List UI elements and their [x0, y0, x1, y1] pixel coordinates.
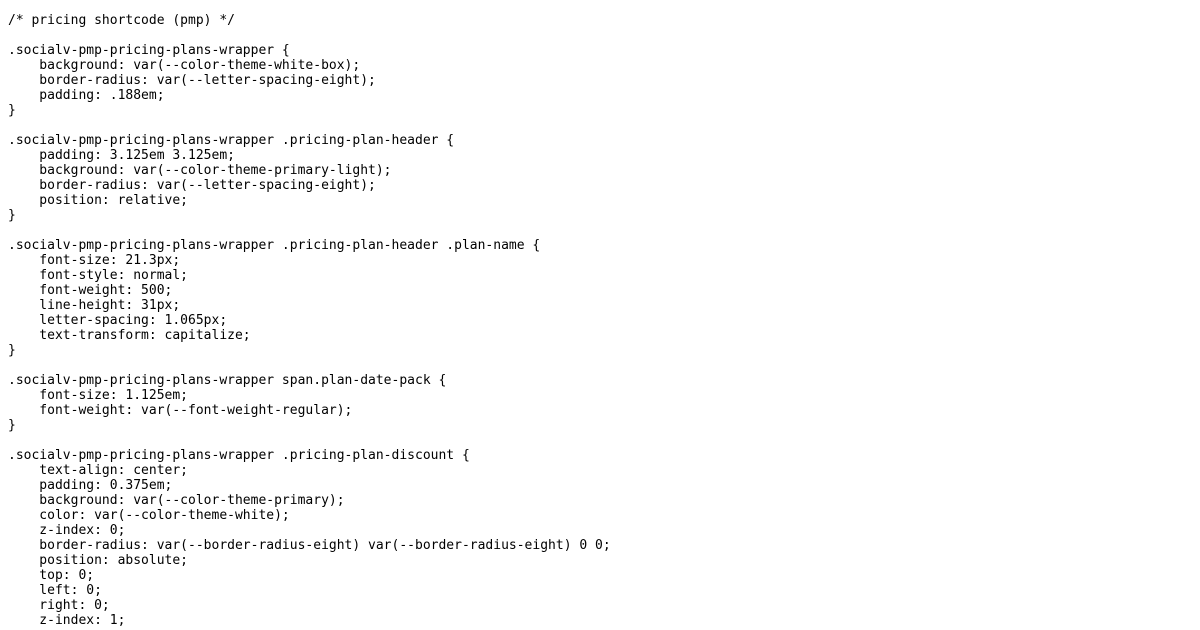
code-line	[8, 433, 1200, 448]
code-line: .socialv-pmp-pricing-plans-wrapper .pric…	[8, 238, 541, 253]
code-line: /* pricing shortcode (pmp) */	[8, 13, 235, 28]
code-line: font-style: normal;	[8, 268, 189, 283]
code-line: }	[8, 103, 16, 118]
code-line: top: 0;	[8, 568, 95, 583]
code-line	[8, 223, 1200, 238]
code-line	[8, 358, 1200, 373]
code-line: text-transform: capitalize;	[8, 328, 251, 343]
code-line: padding: .188em;	[8, 88, 165, 103]
code-line: text-align: center;	[8, 463, 189, 478]
code-line: font-size: 21.3px;	[8, 253, 181, 268]
code-line: z-index: 1;	[8, 613, 126, 628]
code-line: border-radius: var(--letter-spacing-eigh…	[8, 73, 376, 88]
code-line: background: var(--color-theme-primary);	[8, 493, 345, 508]
code-line: padding: 0.375em;	[8, 478, 173, 493]
code-line: left: 0;	[8, 583, 102, 598]
code-line: letter-spacing: 1.065px;	[8, 313, 228, 328]
code-line: position: relative;	[8, 193, 189, 208]
code-line: }	[8, 343, 16, 358]
code-line: }	[8, 208, 16, 223]
code-line: font-size: 1.125em;	[8, 388, 189, 403]
code-line: position: absolute;	[8, 553, 189, 568]
code-line: color: var(--color-theme-white);	[8, 508, 290, 523]
code-line: border-radius: var(--letter-spacing-eigh…	[8, 178, 376, 193]
code-line: background: var(--color-theme-white-box)…	[8, 58, 361, 73]
code-line	[8, 118, 1200, 133]
code-line: .socialv-pmp-pricing-plans-wrapper {	[8, 43, 290, 58]
code-line: background: var(--color-theme-primary-li…	[8, 163, 392, 178]
code-line: right: 0;	[8, 598, 110, 613]
code-line: .socialv-pmp-pricing-plans-wrapper span.…	[8, 373, 447, 388]
code-line: .socialv-pmp-pricing-plans-wrapper .pric…	[8, 133, 455, 148]
code-line: .socialv-pmp-pricing-plans-wrapper .pric…	[8, 448, 470, 463]
code-line: font-weight: var(--font-weight-regular);	[8, 403, 353, 418]
code-line: font-weight: 500;	[8, 283, 173, 298]
code-line: }	[8, 418, 16, 433]
code-line: padding: 3.125em 3.125em;	[8, 148, 235, 163]
code-line: border-radius: var(--border-radius-eight…	[8, 538, 611, 553]
code-line: z-index: 0;	[8, 523, 126, 538]
code-line: line-height: 31px;	[8, 298, 181, 313]
code-line	[8, 28, 1200, 43]
